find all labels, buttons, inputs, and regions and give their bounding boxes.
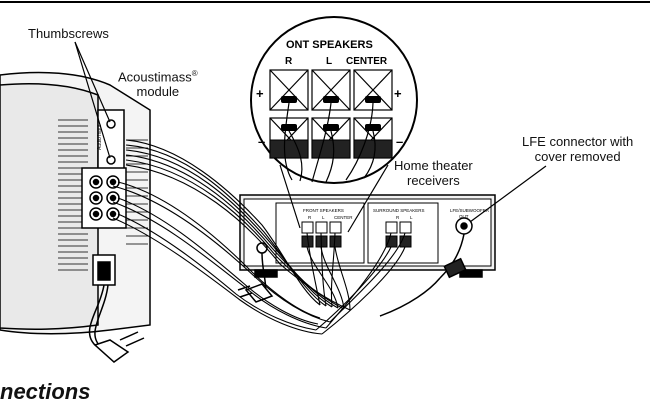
receiver-surround-label: SURROUND SPEAKERS (373, 208, 425, 213)
receiver-front-center: CENTER (334, 215, 353, 220)
callout-minus-left: – (258, 134, 265, 149)
receiver-surround-l: L (410, 215, 413, 220)
receivers-line-2: receivers (407, 173, 460, 188)
lfe-pointer (469, 165, 547, 223)
callout-heading: ONT SPEAKERS (286, 39, 373, 51)
acoustimass-module-label: Acoustimass® module (118, 66, 198, 99)
thumbscrew-bottom (106, 155, 116, 165)
module-power-plug (93, 331, 145, 363)
lfe-cable (379, 233, 465, 317)
callout-channel-center: CENTER (346, 56, 388, 67)
acoustimass-module (0, 71, 151, 335)
module-name: Acoustimass (118, 69, 192, 85)
receivers-line-1: Home theater (394, 158, 473, 173)
receiver-front-r: R (308, 215, 312, 220)
lfe-cable-plug (443, 257, 467, 279)
callout-plus-right: + (394, 86, 402, 101)
speaker-cable-bundle (112, 139, 406, 335)
lfe-connector-label: LFE connector with cover removed (522, 134, 633, 164)
home-theater-receivers-label: Home theater receivers (394, 158, 473, 188)
home-theater-receiver (239, 194, 496, 278)
audio-input-label: Audio Input (97, 124, 103, 150)
receiver-lfe-out: OUT (459, 214, 469, 219)
callout-plus-left: + (256, 86, 264, 101)
callout-channel-l: L (326, 56, 332, 67)
callout-connectors (279, 164, 389, 233)
module-reg-mark: ® (191, 69, 198, 78)
section-heading: nections (0, 379, 91, 404)
terminal-callout: ONT SPEAKERS R L CENTER + + – – (250, 16, 418, 184)
receiver-surround-r: R (396, 215, 400, 220)
receiver-front-l: L (322, 215, 325, 220)
module-word: module (136, 84, 180, 100)
receiver-front-label: FRONT SPEAKERS (303, 208, 344, 213)
module-power-cord (88, 284, 109, 347)
callout-minus-right: – (396, 134, 403, 149)
thumbscrew-top (106, 119, 116, 129)
callout-channel-r: R (285, 56, 293, 67)
receiver-power-plug (237, 283, 274, 303)
thumbscrew-pointers (74, 41, 111, 159)
lfe-line-1: LFE connector with (522, 134, 634, 149)
lfe-line-2: cover removed (534, 149, 621, 164)
receiver-lfe-label: LFE/SUBWOOFER (450, 208, 490, 213)
thumbscrews-label: Thumbscrews (28, 26, 109, 41)
